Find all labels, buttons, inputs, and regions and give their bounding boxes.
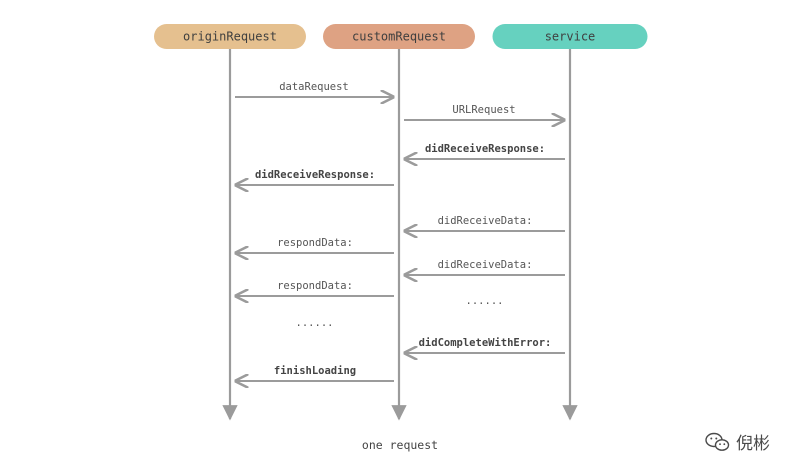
message-label: dataRequest bbox=[279, 81, 349, 93]
message: didReceiveData: bbox=[405, 259, 565, 275]
message: didCompleteWithError: bbox=[405, 337, 565, 353]
ellipsis: ...... bbox=[466, 295, 504, 307]
message: didReceiveResponse: bbox=[405, 143, 565, 159]
ellipsis-label: ...... bbox=[296, 317, 334, 329]
diagram-footer-label: one request bbox=[362, 438, 438, 452]
participant-label: customRequest bbox=[352, 30, 446, 44]
participant-origin-request: originRequest bbox=[154, 24, 306, 49]
participant-pill bbox=[492, 24, 648, 49]
participant-pill bbox=[154, 24, 306, 49]
watermark-label: 倪彬 bbox=[736, 434, 770, 454]
participant-label: originRequest bbox=[183, 30, 277, 44]
participant-service: service bbox=[492, 24, 648, 49]
lifelines bbox=[222, 49, 578, 421]
participants: originRequest customRequest service bbox=[154, 24, 648, 49]
message-label: didReceiveData: bbox=[438, 259, 533, 271]
message-label: didReceiveResponse: bbox=[255, 169, 375, 181]
message: finishLoading bbox=[236, 365, 394, 381]
message: respondData: bbox=[236, 280, 394, 296]
message: dataRequest bbox=[235, 81, 393, 97]
message-label: finishLoading bbox=[274, 365, 356, 377]
message-label: didCompleteWithError: bbox=[419, 337, 552, 349]
participant-pill bbox=[323, 24, 475, 49]
ellipsis: ...... bbox=[296, 317, 334, 329]
participant-label: service bbox=[545, 30, 596, 44]
message-label: didReceiveData: bbox=[438, 215, 533, 227]
message: didReceiveResponse: bbox=[236, 169, 394, 185]
ellipsis-label: ...... bbox=[466, 295, 504, 307]
message: respondData: bbox=[236, 237, 394, 253]
participant-custom-request: customRequest bbox=[323, 24, 475, 49]
message-label: respondData: bbox=[277, 280, 353, 292]
message-label: respondData: bbox=[277, 237, 353, 249]
watermark: 倪彬 bbox=[705, 432, 770, 454]
message: didReceiveData: bbox=[405, 215, 565, 231]
message-label: URLRequest bbox=[452, 104, 515, 116]
wechat-icon bbox=[705, 432, 730, 451]
message-label: didReceiveResponse: bbox=[425, 143, 545, 155]
message: URLRequest bbox=[404, 104, 564, 120]
